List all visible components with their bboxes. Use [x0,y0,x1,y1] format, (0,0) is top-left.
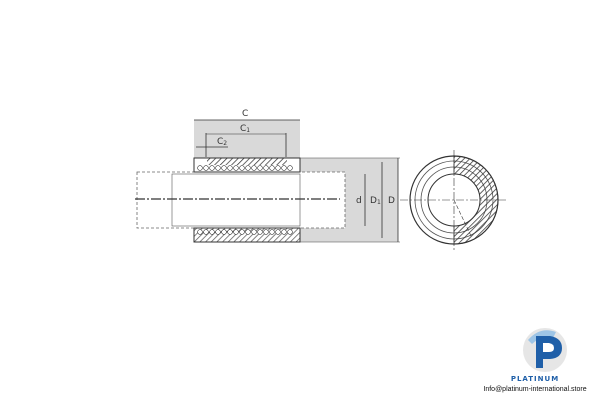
platinum-logo [523,328,567,372]
ball [239,229,245,235]
ball [215,165,221,171]
ball [281,229,287,235]
ball [251,165,257,171]
ball [281,165,287,171]
ball [197,165,203,171]
ball [209,229,215,235]
ball [227,165,233,171]
ball [215,229,221,235]
ball [269,165,275,171]
label-D: D [388,196,395,206]
bearing-top-hatch [207,158,287,165]
ball [221,229,227,235]
ball [251,229,257,235]
ball [227,229,233,235]
shaft [171,173,301,227]
ball [275,229,281,235]
ball [239,165,245,171]
ball [221,165,227,171]
ball [245,165,251,171]
ball [209,165,215,171]
ball [287,229,293,235]
ball [275,165,281,171]
ball [269,229,275,235]
ball [263,165,269,171]
ball [233,165,239,171]
end-view [400,150,508,250]
ball [203,165,209,171]
ball [257,165,263,171]
ball [233,229,239,235]
shade-c-region [194,120,300,158]
label-c1: C1 [240,124,250,134]
ball [263,229,269,235]
ball [257,229,263,235]
ball-row [197,165,293,235]
label-c2: C2 [217,137,227,147]
ball [203,229,209,235]
ball [197,229,203,235]
label-c: C [242,109,248,119]
label-d1: D1 [370,196,381,206]
contact-email: Info@platinum-international.store [483,386,587,393]
brand-name: PLATINUM [510,375,560,383]
label-d: d [356,196,362,206]
ball [287,165,293,171]
ball [245,229,251,235]
